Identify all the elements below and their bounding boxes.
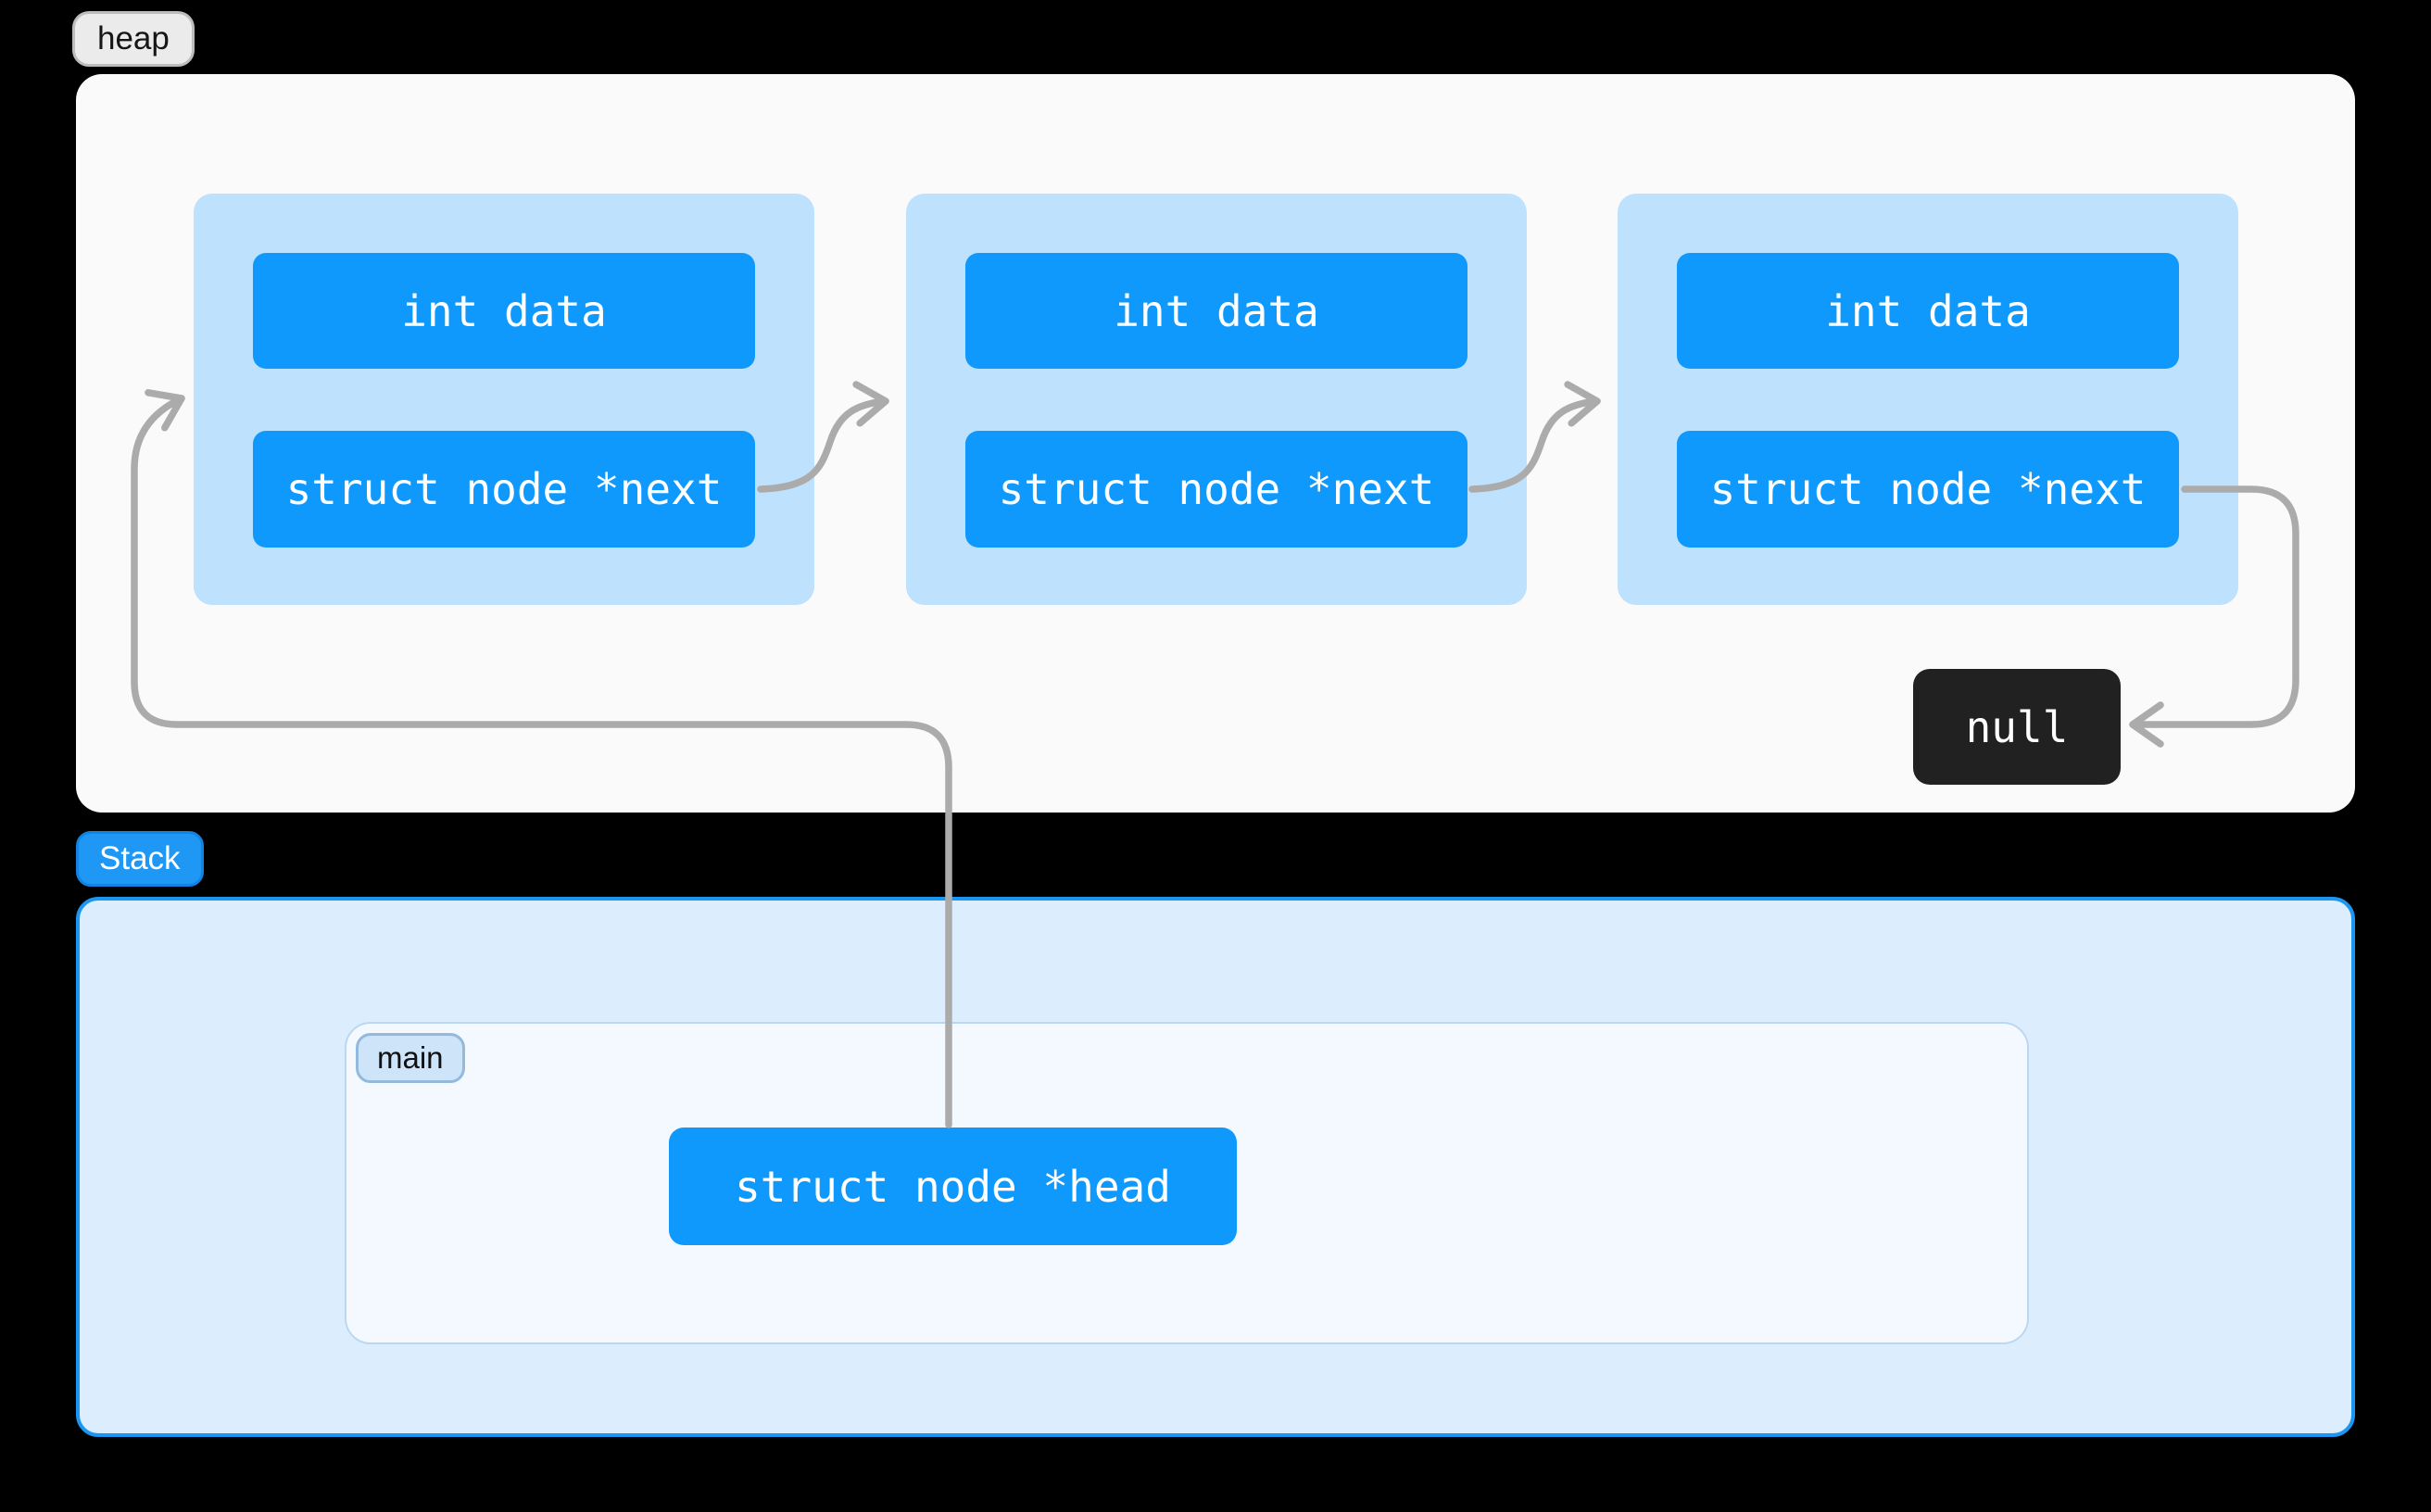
heap-node-2: int data struct node *next (906, 194, 1527, 605)
node1-next-field: struct node *next (253, 431, 755, 548)
main-stack-frame: main struct node *head (345, 1022, 2029, 1344)
main-frame-label-badge: main (356, 1033, 465, 1083)
node2-data-field: int data (965, 253, 1467, 369)
heap-node-3: int data struct node *next (1618, 194, 2238, 605)
head-pointer-variable: struct node *head (669, 1128, 1237, 1245)
heap-node-1: int data struct node *next (194, 194, 814, 605)
stack-region: main struct node *head (76, 897, 2355, 1437)
null-box: null (1913, 669, 2121, 785)
heap-label-badge: heap (72, 11, 195, 67)
heap-region: int data struct node *next int data stru… (76, 74, 2355, 813)
node2-next-field: struct node *next (965, 431, 1467, 548)
node1-data-field: int data (253, 253, 755, 369)
node3-data-field: int data (1677, 253, 2179, 369)
node3-next-field: struct node *next (1677, 431, 2179, 548)
stack-label-badge: Stack (76, 831, 204, 887)
